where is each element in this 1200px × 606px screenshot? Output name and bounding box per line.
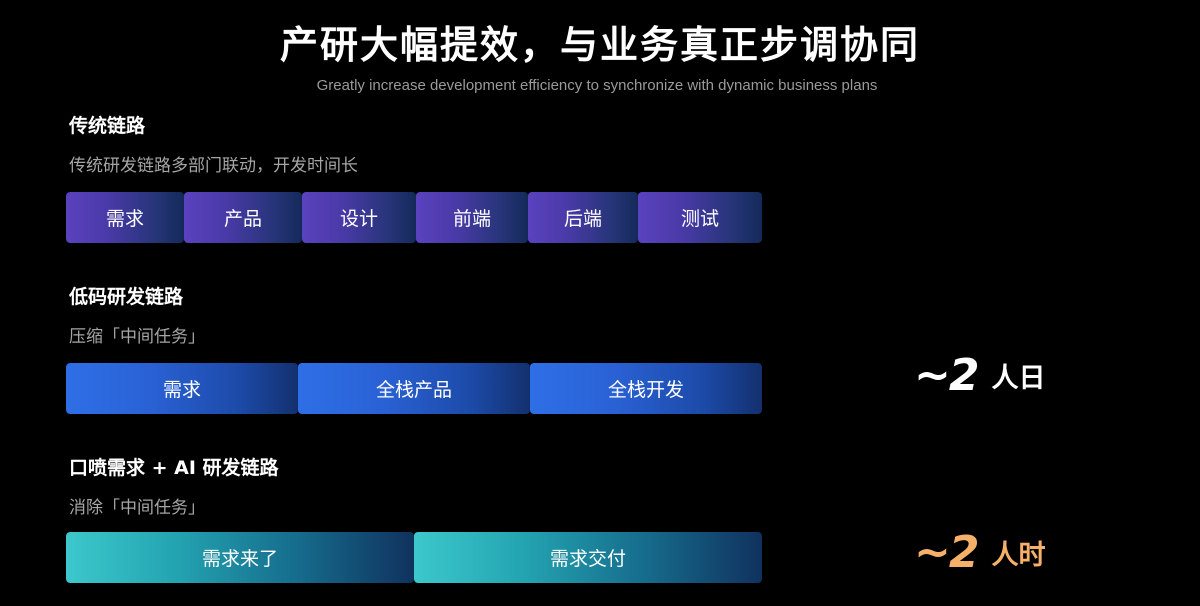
pipeline-bar-lowcode: 需求 全栈产品 全栈开发	[66, 363, 762, 414]
step-fullstack-dev: 全栈开发	[530, 363, 762, 414]
metric-ai: ~2 人时	[914, 527, 1045, 578]
step-product: 产品	[184, 192, 302, 243]
step-frontend: 前端	[416, 192, 528, 243]
step-design: 设计	[302, 192, 416, 243]
page-title: 产研大幅提效，与业务真正步调协同	[279, 23, 920, 67]
section-title-traditional: 传统链路	[69, 115, 146, 137]
step-testing: 测试	[638, 192, 762, 243]
section-desc-ai: 消除「中间任务」	[69, 498, 205, 518]
step-requirement: 需求	[66, 192, 184, 243]
step-requirement-arrives: 需求来了	[66, 532, 414, 583]
page-subtitle: Greatly increase development efficiency …	[316, 77, 878, 94]
metric-value: ~2	[914, 350, 979, 401]
metric-lowcode: ~2 人日	[914, 350, 1045, 401]
metric-unit: 人时	[991, 540, 1046, 571]
section-desc-lowcode: 压缩「中间任务」	[69, 327, 205, 347]
metric-value: ~2	[914, 527, 979, 578]
step-backend: 后端	[528, 192, 638, 243]
step-fullstack-product: 全栈产品	[298, 363, 530, 414]
section-title-ai: 口喷需求 + AI 研发链路	[69, 457, 279, 479]
section-desc-traditional: 传统研发链路多部门联动，开发时间长	[69, 156, 358, 176]
metric-unit: 人日	[991, 363, 1046, 394]
section-title-lowcode: 低码研发链路	[69, 286, 184, 308]
pipeline-bar-ai: 需求来了 需求交付	[66, 532, 762, 583]
step-requirement-delivered: 需求交付	[414, 532, 762, 583]
pipeline-bar-traditional: 需求 产品 设计 前端 后端 测试	[66, 192, 762, 243]
step-requirement: 需求	[66, 363, 298, 414]
